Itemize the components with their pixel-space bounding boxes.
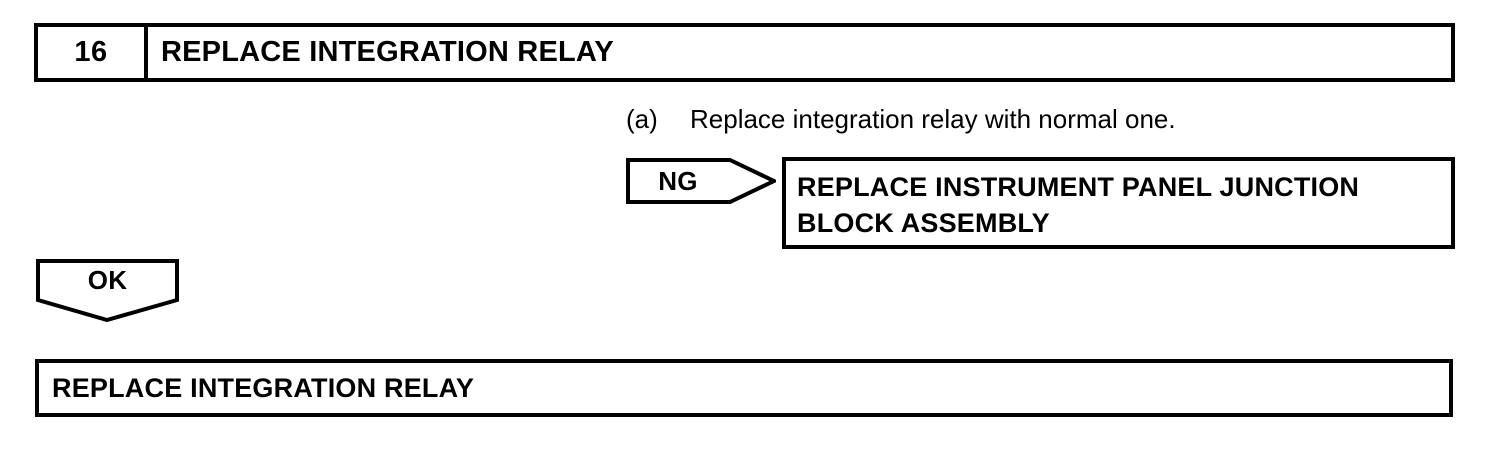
step-header-bar: 16 REPLACE INTEGRATION RELAY — [34, 23, 1455, 82]
ok-arrow-shape — [36, 259, 179, 322]
instruction-line: (a) Replace integration relay with norma… — [626, 104, 1176, 135]
ok-branch-badge: OK — [36, 259, 179, 322]
final-result-label: REPLACE INTEGRATION RELAY — [52, 372, 475, 403]
step-number-cell: 16 — [38, 27, 148, 78]
step-title-cell: REPLACE INTEGRATION RELAY — [148, 27, 1451, 78]
ng-arrow-shape — [626, 158, 776, 204]
step-title: REPLACE INTEGRATION RELAY — [161, 36, 614, 68]
ng-result-line-2: BLOCK ASSEMBLY — [797, 208, 1050, 238]
ng-result-line-1: REPLACE INSTRUMENT PANEL JUNCTION — [797, 172, 1360, 202]
final-result-box: REPLACE INTEGRATION RELAY — [35, 359, 1453, 417]
instruction-text: Replace integration relay with normal on… — [690, 104, 1176, 134]
instruction-marker: (a) — [626, 104, 658, 134]
ng-branch-badge: NG — [626, 158, 776, 204]
step-number: 16 — [74, 36, 108, 68]
ng-result-box: REPLACE INSTRUMENT PANEL JUNCTION BLOCK … — [782, 157, 1455, 249]
ok-badge-label: OK — [87, 264, 128, 295]
ng-badge-label: NG — [658, 165, 698, 196]
